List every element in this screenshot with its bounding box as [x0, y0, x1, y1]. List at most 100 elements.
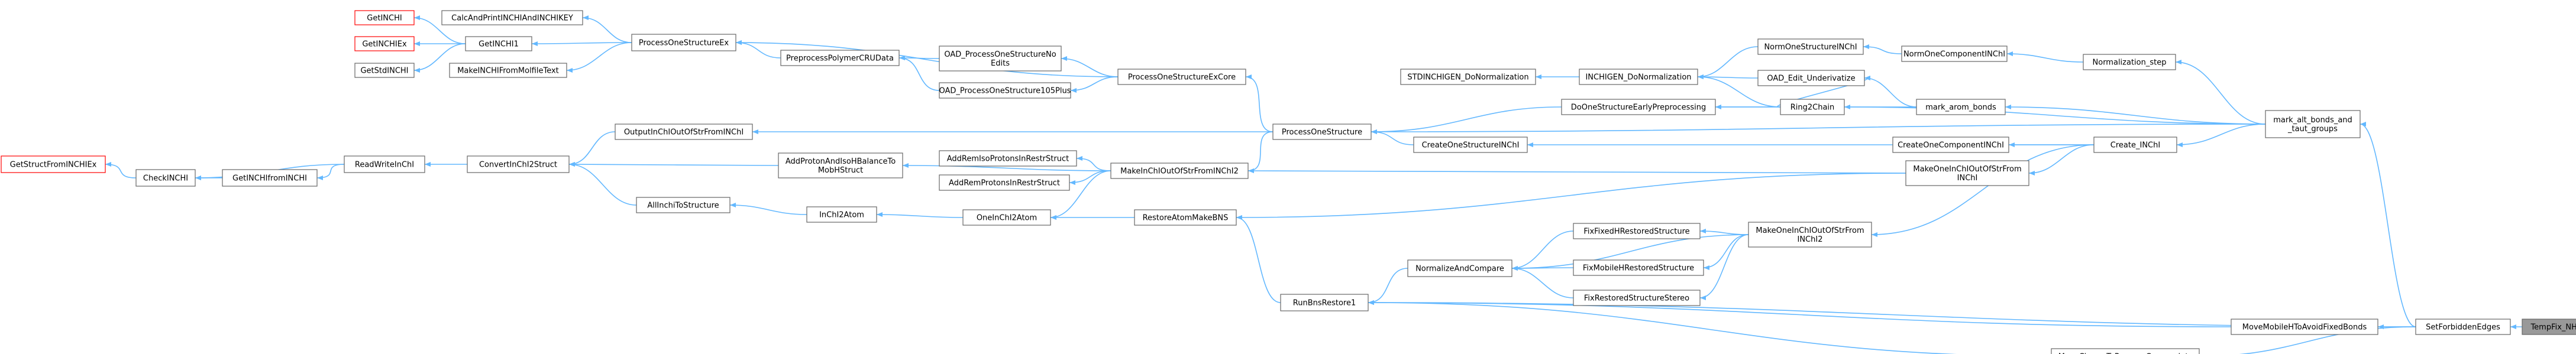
node-label: OneInChI2Atom	[977, 214, 1037, 223]
node-label: GetINCHI1	[479, 40, 519, 49]
node-label: Edits	[991, 59, 1010, 68]
node-box	[631, 34, 736, 51]
edge-processonestructure-to-mark-alt-bonds-and-taut-groups	[1371, 124, 2266, 132]
node-fixfixedhrestoredstructure[interactable]: FixFixedHRestoredStructure	[1573, 223, 1701, 239]
node-movechargetoremovecenerpoints[interactable]: MoveChargeToRemoveCenerpoints	[2051, 348, 2200, 354]
edge-normalizeandcompare-to-runbnsrestore1	[1368, 268, 1408, 303]
edge-makeinchioutofstrfrominchi2-to-addremprotonsinrestrstruct	[1069, 170, 1111, 183]
node-box	[2051, 348, 2200, 354]
node-restoreatommakebns[interactable]: RestoreAtomMakeBNS	[1134, 209, 1237, 226]
node-movemobilehtoavoidfixedbonds[interactable]: MoveMobileHToAvoidFixedBonds	[2231, 319, 2378, 335]
node-label: MoveChargeToRemoveCenerpoints	[2058, 353, 2193, 354]
node-mark-alt-bonds-and-taut-groups[interactable]: mark_alt_bonds_and_taut_groups	[2265, 110, 2361, 138]
node-makeinchioutofstrfrominchi2[interactable]: MakeInChIOutOfStrFromINChI2	[1110, 163, 1249, 179]
node-getinchiex[interactable]: GetINCHIEx	[354, 36, 415, 51]
node-processonestructure[interactable]: ProcessOneStructure	[1272, 124, 1372, 140]
node-normonecomponentinchi[interactable]: NormOneComponentINChI	[1901, 46, 2008, 62]
node-label: GetINCHI	[367, 14, 402, 23]
node-oneinchi2atom[interactable]: OneInChI2Atom	[962, 209, 1051, 226]
node-box	[1901, 46, 2008, 62]
node-getinchi1[interactable]: GetINCHI1	[465, 36, 532, 51]
node-label: STDINCHIGEN_DoNormalization	[1407, 73, 1528, 82]
node-fixmobilehrestoredstructure[interactable]: FixMobileHRestoredStructure	[1573, 259, 1704, 276]
node-processonestructureex[interactable]: ProcessOneStructureEx	[631, 34, 736, 51]
node-convertinchi2struct[interactable]: ConvertInChI2Struct	[467, 155, 570, 173]
edge-runbnsrestore1-to-restoreatommakebns	[1236, 217, 1281, 303]
node-label: MakeINCHIFromMolfileText	[457, 67, 559, 76]
node-addremprotonsinrestrstruct[interactable]: AddRemProtonsInRestrStruct	[939, 174, 1070, 191]
node-create-inchi[interactable]: Create_INChI	[2093, 137, 2177, 153]
node-label: CreateOneStructureINChI	[1422, 141, 1520, 150]
node-addremisoprotonsinrestrstruct[interactable]: AddRemIsoProtonsInRestrStruct	[939, 150, 1077, 167]
node-createonecomponentinchi[interactable]: CreateOneComponentINChI	[1892, 137, 2009, 153]
arrowhead-getinchiex-to-getinchi1	[414, 41, 420, 46]
node-createonestructureinchi[interactable]: CreateOneStructureINChI	[1413, 137, 1528, 153]
node-mark-arom-bonds[interactable]: mark_arom_bonds	[1916, 99, 2006, 115]
node-checkinchi[interactable]: CheckINCHI	[135, 169, 196, 187]
edge-makeoneinchioutofstrfrominchi2-to-fixrestoredstructurestereo	[1699, 234, 1749, 298]
edge-movemobilehtoavoidfixedbonds-to-runbnsrestore1	[1368, 302, 2232, 327]
node-label: NormalizeAndCompare	[1415, 265, 1504, 274]
node-box	[1748, 222, 1872, 248]
node-oad-processonestructure105plus[interactable]: OAD_ProcessOneStructure105Plus	[939, 82, 1071, 99]
arrowhead-create-inchi-to-makeoneinchioutofstrfrominchi2	[1872, 232, 1877, 237]
arrowhead-calcandprintinchiandinchikey-to-processonestructureex	[583, 15, 589, 20]
arrowhead-processonestructureex-to-preprocesspolymercrudata	[736, 40, 742, 45]
node-label: MobHStruct	[818, 166, 863, 175]
arrowhead-inchigen-donormalization-to-ring2chain	[1698, 74, 1704, 79]
node-tempfix-nh-nh-bonds[interactable]: TempFix_NH_NH_Bonds	[2522, 319, 2576, 335]
node-getstdinchi[interactable]: GetStdINCHI	[354, 63, 415, 78]
arrowhead-getstdinchi-to-getinchi1	[414, 68, 420, 73]
edge-inchigen-donormalization-to-ring2chain	[1697, 76, 1781, 108]
node-ring2chain[interactable]: Ring2Chain	[1780, 99, 1845, 115]
node-label: ProcessOneStructureEx	[639, 39, 729, 48]
node-inchigen-donormalization[interactable]: INCHIGEN_DoNormalization	[1579, 69, 1698, 85]
node-doonestructureearlypreprocessing[interactable]: DoOneStructureEarlyPreprocessing	[1561, 99, 1716, 115]
node-box	[1757, 70, 1865, 86]
node-label: GetStdINCHI	[360, 67, 408, 76]
arrowhead-makeinchioutofstrfrominchi2-to-addprotonandisohbalancetomobhstruct	[903, 163, 909, 168]
node-box	[939, 150, 1077, 167]
node-setforbiddenedges[interactable]: SetForbiddenEdges	[2415, 319, 2511, 335]
node-box	[2522, 319, 2576, 335]
node-box	[1110, 163, 1249, 179]
node-preprocesspolymercrudata[interactable]: PreprocessPolymerCRUData	[780, 50, 900, 66]
node-allinchitostructure[interactable]: AllInchiToStructure	[636, 197, 731, 213]
node-makeinchifrommolfiletext[interactable]: MakeINCHIFromMolfileText	[449, 63, 567, 78]
node-readwriteinchi[interactable]: ReadWriteInChI	[344, 155, 425, 173]
node-label: MoveMobileHToAvoidFixedBonds	[2242, 323, 2367, 332]
node-label: NormOneStructureINChI	[1764, 43, 1857, 52]
node-oad-edit-underivatize[interactable]: OAD_Edit_Underivatize	[1757, 70, 1865, 86]
node-processonestructureexcore[interactable]: ProcessOneStructureExCore	[1117, 69, 1246, 85]
node-normalization-step[interactable]: Normalization_step	[2083, 54, 2176, 70]
arrowhead-readwriteinchi-to-getinchifrominchi	[317, 176, 323, 180]
arrowhead-checkinchi-to-getstructfrominchiex	[105, 162, 111, 167]
node-box	[2231, 319, 2378, 335]
node-label: TempFix_NH_NH_Bonds	[2530, 323, 2576, 332]
node-getinchifrominchi[interactable]: GetINCHIfromINCHI	[222, 169, 318, 187]
edge-makeinchioutofstrfrominchi2-to-processonestructure	[1247, 131, 1274, 171]
edge-fixfixedhrestoredstructure-to-normalizeandcompare	[1511, 230, 1574, 269]
edge-getstdinchi-to-getinchi1	[413, 43, 466, 71]
node-normalizeandcompare[interactable]: NormalizeAndCompare	[1407, 259, 1512, 277]
node-label: Ring2Chain	[1790, 103, 1835, 112]
node-normonestructureinchi[interactable]: NormOneStructureINChI	[1757, 38, 1864, 55]
node-box	[467, 155, 570, 173]
node-inchi2atom[interactable]: InChI2Atom	[806, 206, 877, 223]
node-calcandprintinchiandinchikey[interactable]: CalcAndPrintINCHIAndINCHIKEY	[441, 10, 583, 25]
node-label: AddRemProtonsInRestrStruct	[949, 179, 1060, 188]
arrowhead-stdinchigen-donormalization-to-inchigen-donormalization	[1536, 74, 1541, 79]
node-box	[636, 197, 731, 213]
node-box	[1400, 69, 1536, 85]
node-outputinchioutofstrfrominchi[interactable]: OutputInChIOutOfStrFromINChI	[615, 124, 753, 140]
node-getinchi[interactable]: GetINCHI	[354, 10, 415, 25]
node-getstructfrominchiex[interactable]: GetStructFromINCHIEx	[1, 155, 106, 173]
node-stdinchigen-donormalization[interactable]: STDINCHIGEN_DoNormalization	[1400, 69, 1536, 85]
node-fixrestoredstructurestereo[interactable]: FixRestoredStructureStereo	[1573, 290, 1701, 306]
edge-inchigen-donormalization-to-normonestructureinchi	[1697, 46, 1759, 77]
node-runbnsrestore1[interactable]: RunBnsRestore1	[1280, 294, 1369, 311]
